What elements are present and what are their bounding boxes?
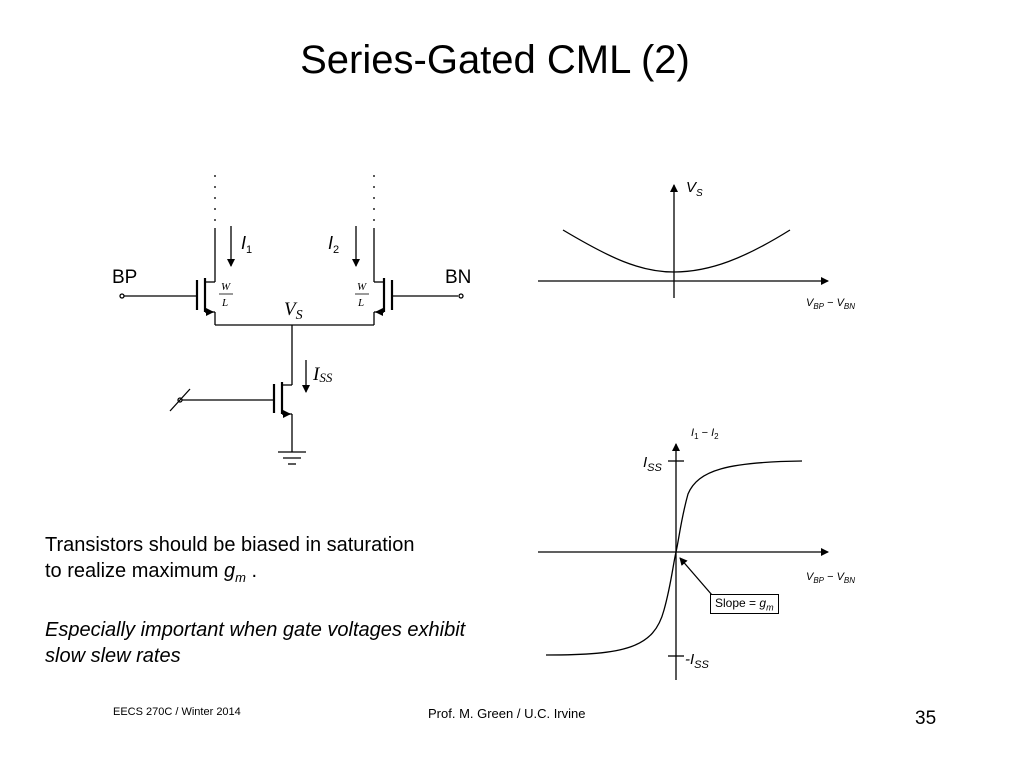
input-bn-label: BN — [445, 267, 471, 288]
vs-curve — [562, 229, 791, 273]
vs-plot — [538, 184, 829, 298]
page-number: 35 — [915, 708, 937, 729]
slope-sub: m — [766, 602, 774, 613]
body-line-3: Especially important when gate voltages … — [45, 619, 466, 641]
current-plot-x-label: VBP − VBN — [806, 571, 855, 585]
svg-text:L: L — [221, 297, 228, 309]
svg-text:W: W — [221, 281, 231, 293]
body-text: Transistors should be biased in saturati… — [45, 532, 465, 669]
left-device-size: W L — [219, 281, 233, 309]
slope-pointer-arrow — [679, 557, 713, 596]
input-bp-label: BP — [112, 267, 137, 288]
body-line-4: slow slew rates — [45, 645, 181, 667]
current-plot — [538, 443, 829, 680]
current-i1-label: I1 — [241, 233, 252, 256]
tail-transistor-symbol — [169, 382, 293, 452]
footer-course: EECS 270C / Winter 2014 — [113, 706, 241, 718]
differential-current-curve — [545, 460, 803, 656]
slope-label: Slope = — [715, 596, 760, 610]
body-line-2: to realize maximum gm . — [45, 560, 258, 585]
circuit-schematic — [119, 175, 464, 465]
vs-plot-y-label: VS — [686, 179, 703, 199]
neg-iss-level-label: -ISS — [685, 651, 710, 671]
slope-var: g — [759, 596, 767, 610]
left-transistor-symbol — [119, 228, 216, 325]
svg-text:W: W — [357, 281, 367, 293]
svg-text:L: L — [357, 297, 364, 309]
iss-level-label: ISS — [643, 454, 663, 474]
slope-annotation: Slope = gm — [710, 594, 779, 615]
current-i2-label: I2 — [328, 233, 339, 256]
body-line-1: Transistors should be biased in saturati… — [45, 534, 415, 556]
slide-title: Series-Gated CML (2) — [300, 38, 690, 82]
node-vs-label: VS — [284, 299, 303, 323]
ground-symbol — [278, 451, 306, 465]
tail-current-label: ISS — [312, 364, 333, 385]
current-plot-y-label: I1 − I2 — [691, 427, 719, 441]
right-device-size: W L — [355, 281, 369, 309]
footer-author: Prof. M. Green / U.C. Irvine — [428, 706, 586, 721]
vs-plot-x-label: VBP − VBN — [806, 297, 855, 311]
